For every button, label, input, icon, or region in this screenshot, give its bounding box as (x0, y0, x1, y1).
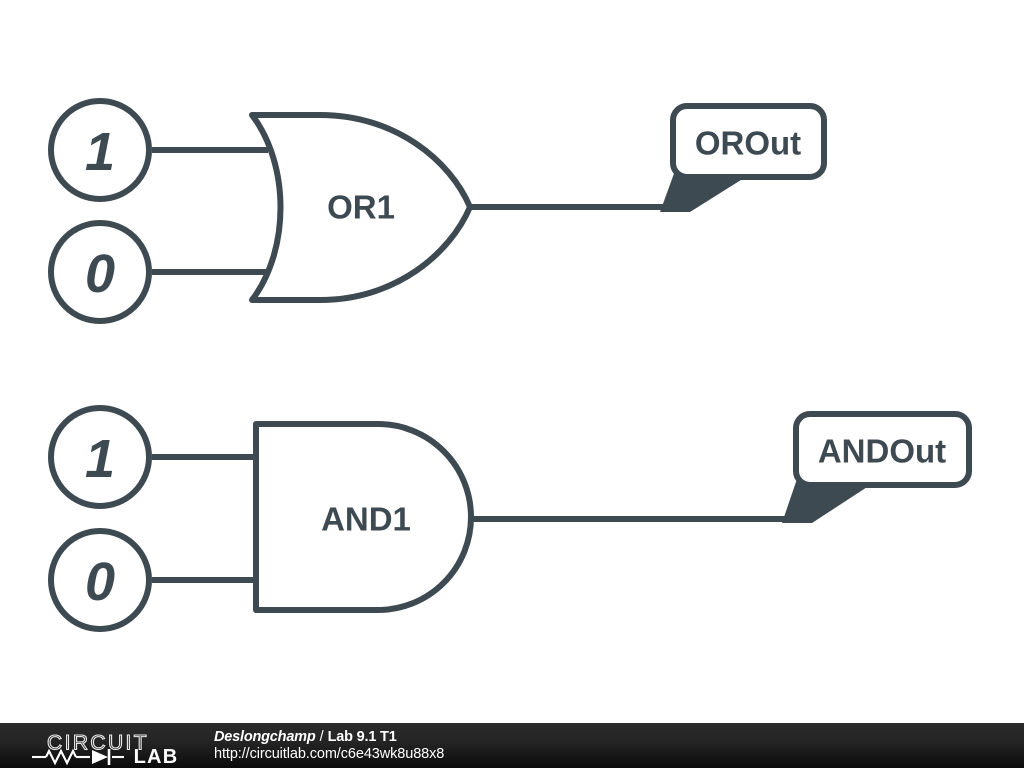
or-input-a-circle[interactable] (48, 98, 152, 202)
or-circuit-group[interactable]: OR1 1 0 OROut (48, 98, 827, 324)
and-gate-label: AND1 (321, 501, 411, 538)
footer-document-title: Lab 9.1 T1 (327, 728, 397, 745)
logo-circuit-symbol (32, 748, 124, 765)
or-input-b-value: 0 (85, 244, 115, 304)
circuitlab-logo[interactable]: CIRCUIT LAB (0, 726, 190, 766)
and-output-label-text: ANDOut (818, 433, 946, 470)
footer-url[interactable]: http://circuitlab.com/c6e43wk8u88x8 (214, 746, 445, 762)
or-output-label-text: OROut (695, 125, 801, 162)
or-input-b[interactable]: 0 (48, 220, 152, 324)
footer-separator: / (319, 728, 324, 745)
footer-bar: CIRCUIT LAB Deslongchamp / Lab 9.1 T1 ht… (0, 723, 1024, 768)
logo-diode-icon (92, 749, 108, 764)
and-input-b[interactable]: 0 (48, 528, 152, 632)
and-circuit-group[interactable]: AND1 1 0 ANDOut (48, 405, 972, 632)
and-input-a[interactable]: 1 (48, 405, 152, 509)
logo-word-circuit: CIRCUIT (47, 731, 149, 754)
or-gate-body[interactable] (249, 112, 473, 303)
schematic-canvas[interactable]: OR1 1 0 OROut (0, 0, 1024, 723)
or-gate-label: OR1 (327, 189, 395, 226)
and-output-label-box[interactable] (793, 411, 972, 488)
or-input-b-circle[interactable] (48, 220, 152, 324)
or-output-label-box[interactable] (670, 103, 827, 180)
circuitlab-logo-graphic: CIRCUIT LAB (32, 730, 179, 766)
footer-metadata: Deslongchamp / Lab 9.1 T1 http://circuit… (190, 729, 1024, 762)
schematic-drawing[interactable]: OR1 1 0 OROut (0, 0, 1024, 723)
logo-word-lab: LAB (134, 746, 179, 766)
and-input-b-circle[interactable] (48, 528, 152, 632)
and-input-a-circle[interactable] (48, 405, 152, 509)
footer-title-line: Deslongchamp / Lab 9.1 T1 (214, 729, 1024, 745)
and-input-b-value: 0 (85, 552, 115, 612)
or-input-a[interactable]: 1 (48, 98, 152, 202)
and-input-a-value: 1 (85, 429, 115, 489)
or-input-a-value: 1 (85, 122, 115, 182)
footer-author: Deslongchamp (214, 728, 316, 745)
